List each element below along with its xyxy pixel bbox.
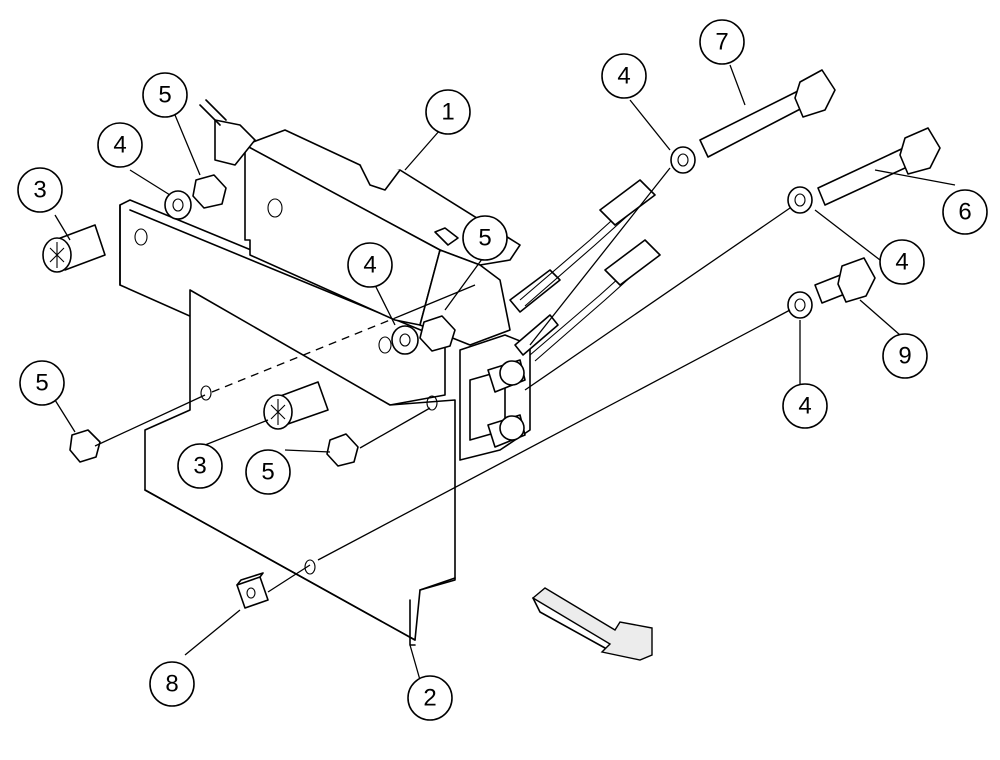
callout-4-right-low: 4: [782, 383, 828, 429]
svg-text:5: 5: [478, 225, 491, 252]
valve-assembly: [199, 99, 661, 461]
callout-5-lower: 5: [245, 449, 291, 495]
svg-text:4: 4: [617, 63, 630, 90]
bolt-7: [699, 69, 836, 158]
svg-text:9: 9: [898, 343, 911, 370]
svg-text:5: 5: [35, 370, 48, 397]
callout-2: 2: [407, 675, 453, 721]
svg-text:3: 3: [193, 453, 206, 480]
callout-4-center: 4: [347, 242, 393, 288]
svg-text:1: 1: [441, 99, 454, 126]
callout-7: 7: [699, 19, 745, 65]
bolt-6: [817, 127, 941, 206]
svg-text:4: 4: [363, 252, 376, 279]
washers: [164, 146, 813, 355]
square-nut-8: [236, 572, 269, 609]
svg-text:3: 3: [33, 177, 46, 204]
callout-5-left: 5: [19, 360, 65, 406]
svg-text:5: 5: [158, 82, 171, 109]
svg-text:6: 6: [958, 199, 971, 226]
callout-5-center: 5: [462, 215, 508, 261]
callout-9: 9: [882, 333, 928, 379]
svg-text:4: 4: [798, 393, 811, 420]
svg-text:5: 5: [261, 459, 274, 486]
callout-4-top: 4: [601, 53, 647, 99]
svg-text:8: 8: [165, 671, 178, 698]
bolt-9: [814, 257, 876, 304]
callout-3-left: 3: [17, 167, 63, 213]
svg-text:2: 2: [423, 685, 436, 712]
callout-4-left: 4: [97, 122, 143, 168]
svg-text:4: 4: [895, 249, 908, 276]
callout-1: 1: [425, 89, 471, 135]
bolt-3-lower: [263, 381, 329, 430]
callout-4-right-mid: 4: [879, 239, 925, 285]
svg-text:7: 7: [715, 29, 728, 56]
callout-6: 6: [942, 189, 988, 235]
bolt-3-left: [42, 224, 106, 273]
mounting-plate: [119, 199, 456, 646]
assembly-centerlines: [94, 167, 791, 593]
front-direction-arrow-icon: [531, 587, 653, 661]
callout-5-top-left: 5: [142, 72, 188, 118]
nuts: [69, 174, 456, 467]
callout-3-lower: 3: [177, 443, 223, 489]
svg-text:4: 4: [113, 132, 126, 159]
callout-8: 8: [149, 661, 195, 707]
